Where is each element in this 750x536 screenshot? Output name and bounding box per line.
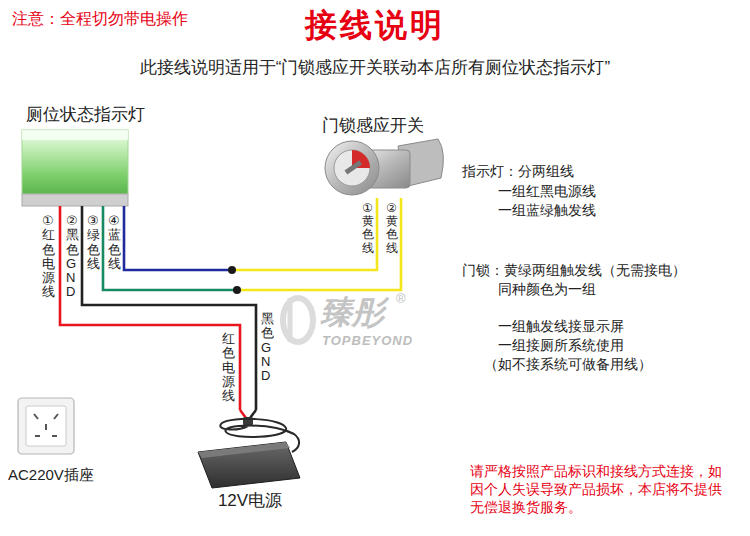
device-name: 12V电源: [190, 490, 310, 512]
device-node: 厕位状态指示灯: [20, 104, 160, 206]
wire-segment: [237, 198, 401, 290]
note-text-holder: 一组蓝绿触发线: [498, 202, 596, 219]
wire-label: ①黄色线: [362, 202, 374, 255]
status-light: [22, 130, 128, 206]
wire-label-holder: ②黄色线: [386, 202, 398, 255]
note-text-holder: 同种颜色为一组: [498, 281, 596, 298]
disclaimer-holder: 请严格按照产品标识和接线方式连接，如因个人失误导致产品损坏，本店将不提供无偿退换…: [470, 462, 732, 517]
wire-label-holder: ③绿色线: [87, 214, 100, 271]
wire: [60, 206, 240, 410]
junction-dot: [228, 266, 236, 274]
note-text-holder: 一组触发线接显示屏: [498, 318, 624, 335]
note-text: 一组触发线接显示屏: [498, 318, 624, 335]
wire-label: ②黑色GND: [66, 214, 79, 300]
device-name: 门锁感应开关: [318, 115, 448, 137]
device-name: 厕位状态指示灯: [20, 104, 160, 126]
wire-label: 红色电源线: [222, 332, 235, 403]
watermark-holder: TOPBEYOND: [322, 334, 413, 348]
subtitle: 此接线说明适用于“门锁感应开关联动本店所有厕位状态指示灯”: [0, 56, 750, 79]
note-text-holder: 一组接厕所系统使用: [498, 337, 624, 354]
note-text: 门锁：黄绿两组触发线（无需接电）: [462, 262, 686, 279]
wire-segment: [124, 206, 232, 270]
note-text-holder: （如不接系统可做备用线）: [484, 356, 652, 373]
wire-label: ②黄色线: [386, 202, 398, 255]
device-node: AC220V插座: [8, 398, 133, 484]
note-text-holder: 指示灯：分两组线: [462, 163, 574, 180]
wire-label-holder: ①红色电源线: [42, 214, 55, 300]
subtitle-holder: 此接线说明适用于“门锁感应开关联动本店所有厕位状态指示灯”: [0, 56, 750, 79]
disclaimer: 请严格按照产品标识和接线方式连接，如因个人失误导致产品损坏，本店将不提供无偿退换…: [470, 462, 732, 517]
device-node: 门锁感应开关: [318, 115, 448, 198]
wire-segment: [232, 198, 377, 270]
watermark: ®: [396, 292, 406, 305]
watermark-holder: ®: [396, 292, 406, 305]
watermark-holder: 臻彤: [320, 296, 384, 328]
wire: [124, 198, 377, 274]
warning-note: 注意：全程切勿带电操作: [12, 9, 188, 30]
wire-segment: [103, 206, 237, 290]
watermark-logo: [283, 298, 313, 342]
wire-label-holder: 红色电源线: [222, 332, 235, 403]
note-text: 一组接厕所系统使用: [498, 337, 624, 354]
device-node: 12V电源: [190, 410, 310, 512]
note-text: 同种颜色为一组: [498, 281, 596, 298]
watermark: TOPBEYOND: [322, 334, 413, 348]
warning-note-holder: 注意：全程切勿带电操作: [12, 9, 188, 30]
wire-label: 黑色GND: [261, 312, 274, 383]
note-text: 一组蓝绿触发线: [498, 202, 596, 219]
wire-label-holder: ④蓝色线: [108, 214, 121, 271]
device-name: AC220V插座: [8, 465, 133, 485]
note-text: 一组红黑电源线: [498, 183, 596, 200]
wire-label: ③绿色线: [87, 214, 100, 271]
wire: [82, 206, 256, 410]
power-adapter: [198, 410, 300, 488]
note-text-holder: 一组红黑电源线: [498, 183, 596, 200]
wire-label-holder: ②黑色GND: [66, 214, 79, 300]
note-text-holder: 门锁：黄绿两组触发线（无需接电）: [462, 262, 686, 279]
wire-segment: [60, 206, 240, 410]
note-text: 指示灯：分两组线: [462, 163, 574, 180]
note-text: （如不接系统可做备用线）: [484, 356, 652, 373]
wire-label-holder: ①黄色线: [362, 202, 374, 255]
junction-dot: [233, 286, 241, 294]
wire: [103, 198, 401, 294]
wire-segment: [82, 206, 256, 410]
wire-label-holder: 黑色GND: [261, 312, 274, 383]
wire-label: ④蓝色线: [108, 214, 121, 271]
wire-label: ①红色电源线: [42, 214, 55, 300]
watermark: 臻彤: [320, 296, 384, 328]
wall-socket: [18, 398, 74, 454]
door-lock: [325, 139, 443, 195]
